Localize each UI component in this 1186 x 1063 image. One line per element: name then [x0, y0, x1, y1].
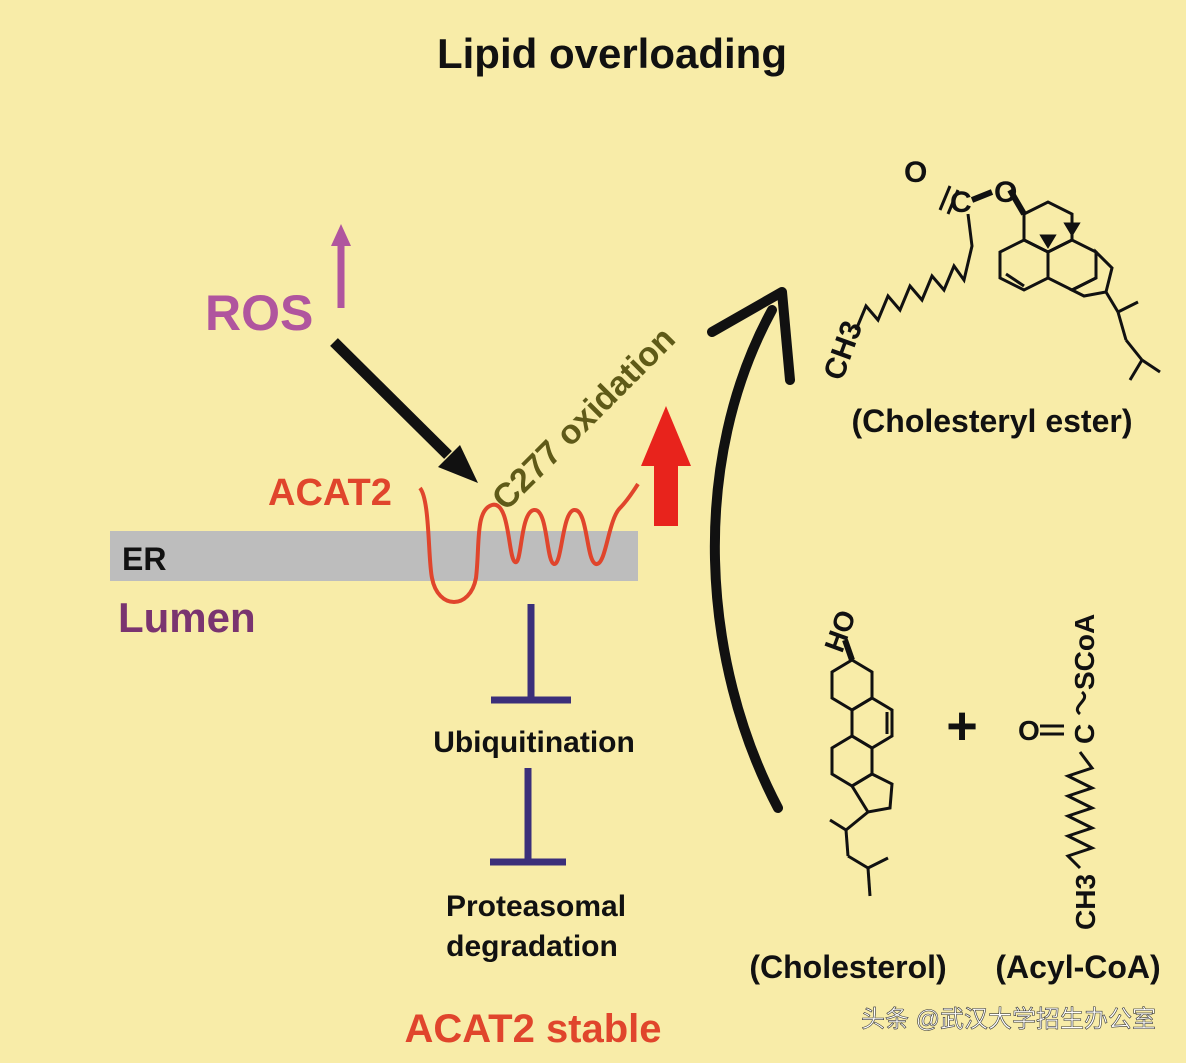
acat2-stable-label: ACAT2 stable [404, 1007, 661, 1051]
acyl-c-label: C [1069, 724, 1100, 744]
acyl-scoa-label: SCoA [1069, 614, 1100, 690]
proteasomal-line1: Proteasomal [446, 890, 626, 923]
reaction-curved-arrow [707, 287, 795, 813]
plus-sign: + [946, 696, 978, 756]
inhibit-ubiquitination-icon [491, 604, 571, 704]
cholesteryl-ester-structure [854, 185, 1161, 381]
ester-ch3-label: CH3 [818, 317, 870, 385]
ester-carbonyl-o-label: O [904, 156, 927, 189]
acyl-ch3-label: CH3 [1070, 874, 1101, 930]
ros-up-arrow-icon [331, 224, 351, 308]
ester-c-label: C [950, 186, 972, 219]
ros-label: ROS [205, 285, 313, 341]
cholesterol-structure [829, 639, 894, 897]
acat2-label: ACAT2 [268, 472, 392, 514]
oxidation-label: C277 oxidation [485, 320, 683, 518]
acyl-coa-label: (Acyl-CoA) [995, 949, 1160, 985]
lumen-label: Lumen [118, 594, 256, 641]
acyl-o-label: O [1018, 715, 1040, 746]
increase-up-arrow-icon [641, 406, 691, 526]
inhibit-proteasomal-icon [490, 768, 566, 866]
ester-o-label: O [994, 176, 1017, 209]
ubiquitination-label: Ubiquitination [433, 726, 635, 759]
cholesteryl-ester-label: (Cholesteryl ester) [852, 403, 1133, 439]
er-label: ER [122, 541, 166, 577]
acat2-protein-wave [418, 482, 640, 604]
diagram-title: Lipid overloading [437, 30, 787, 77]
proteasomal-line2: degradation [446, 930, 618, 963]
cholesterol-oh-label: HO [819, 606, 862, 656]
acyl-coa-structure [1040, 690, 1096, 870]
cholesterol-label: (Cholesterol) [749, 949, 946, 985]
ros-to-acat2-arrow [330, 338, 478, 483]
watermark: 头条 @武汉大学招生办公室 [861, 1006, 1156, 1033]
